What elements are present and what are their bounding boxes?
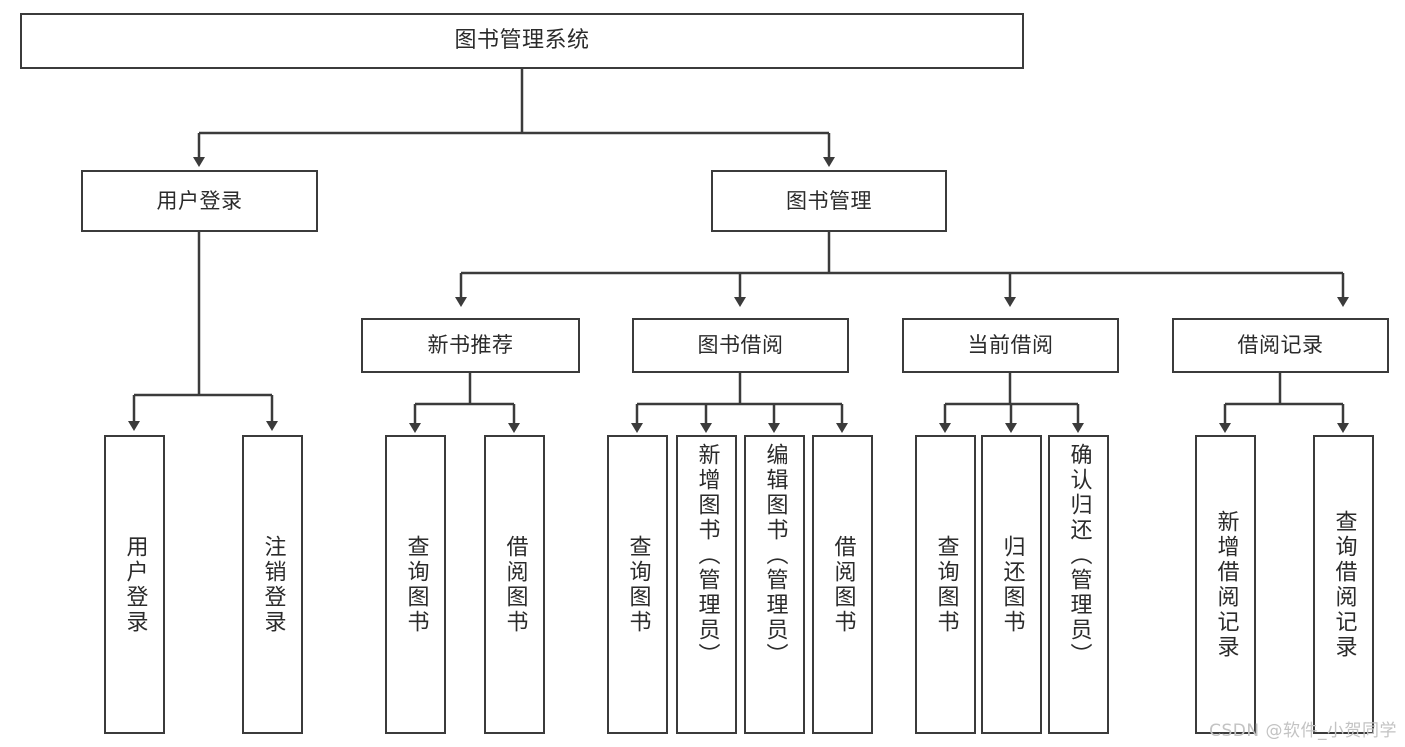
node-label: 图书管理系统: [454, 28, 590, 54]
leaf-current-borrow-query-books[interactable]: 查询图书: [915, 435, 976, 734]
node-label: 图书管理: [786, 188, 872, 213]
node-label: 确认归还（管理员）: [1066, 443, 1092, 668]
node-label: 图书借阅: [697, 333, 784, 358]
node-label: 新增图书（管理员）: [694, 443, 720, 668]
leaf-current-borrow-confirm-return-admin[interactable]: 确认归还（管理员）: [1048, 435, 1109, 734]
leaf-book-borrow-borrow-books[interactable]: 借阅图书: [812, 435, 873, 734]
node-label: 查询图书: [403, 534, 429, 635]
leaf-new-book-query-books[interactable]: 查询图书: [385, 435, 446, 734]
leaf-current-borrow-return-books[interactable]: 归还图书: [981, 435, 1042, 734]
leaf-new-book-borrow-books[interactable]: 借阅图书: [484, 435, 545, 734]
node-label: 编辑图书（管理员）: [762, 443, 788, 668]
node-label: 新书推荐: [427, 333, 514, 358]
leaf-borrow-record-add-record[interactable]: 新增借阅记录: [1195, 435, 1256, 734]
node-label: 用户登录: [122, 534, 148, 635]
node-label: 查询借阅记录: [1331, 509, 1357, 660]
node-book-management[interactable]: 图书管理: [711, 170, 947, 232]
node-label: 归还图书: [999, 534, 1025, 635]
node-label: 查询图书: [933, 534, 959, 635]
leaf-book-borrow-edit-book-admin[interactable]: 编辑图书（管理员）: [744, 435, 805, 734]
node-label: 当前借阅: [967, 333, 1054, 358]
csdn-watermark: CSDN @软件_小贺同学: [1209, 721, 1397, 741]
leaf-book-borrow-query-books[interactable]: 查询图书: [607, 435, 668, 734]
node-label: 查询图书: [625, 534, 651, 635]
node-label: 借阅图书: [502, 534, 528, 635]
node-label: 新增借阅记录: [1213, 509, 1239, 660]
leaf-user-login-logout[interactable]: 注销登录: [242, 435, 303, 734]
node-label: 借阅图书: [830, 534, 856, 635]
node-book-borrowing[interactable]: 图书借阅: [632, 318, 849, 373]
node-label: 用户登录: [156, 188, 243, 213]
node-label: 注销登录: [260, 534, 286, 635]
leaf-book-borrow-add-book-admin[interactable]: 新增图书（管理员）: [676, 435, 737, 734]
node-current-borrowing[interactable]: 当前借阅: [902, 318, 1119, 373]
node-label: 借阅记录: [1237, 333, 1324, 358]
leaf-borrow-record-query-record[interactable]: 查询借阅记录: [1313, 435, 1374, 734]
leaf-user-login-login[interactable]: 用户登录: [104, 435, 165, 734]
node-borrowing-records[interactable]: 借阅记录: [1172, 318, 1389, 373]
node-root-book-management-system[interactable]: 图书管理系统: [20, 13, 1024, 69]
node-new-book-recommendation[interactable]: 新书推荐: [361, 318, 580, 373]
node-user-login[interactable]: 用户登录: [81, 170, 318, 232]
